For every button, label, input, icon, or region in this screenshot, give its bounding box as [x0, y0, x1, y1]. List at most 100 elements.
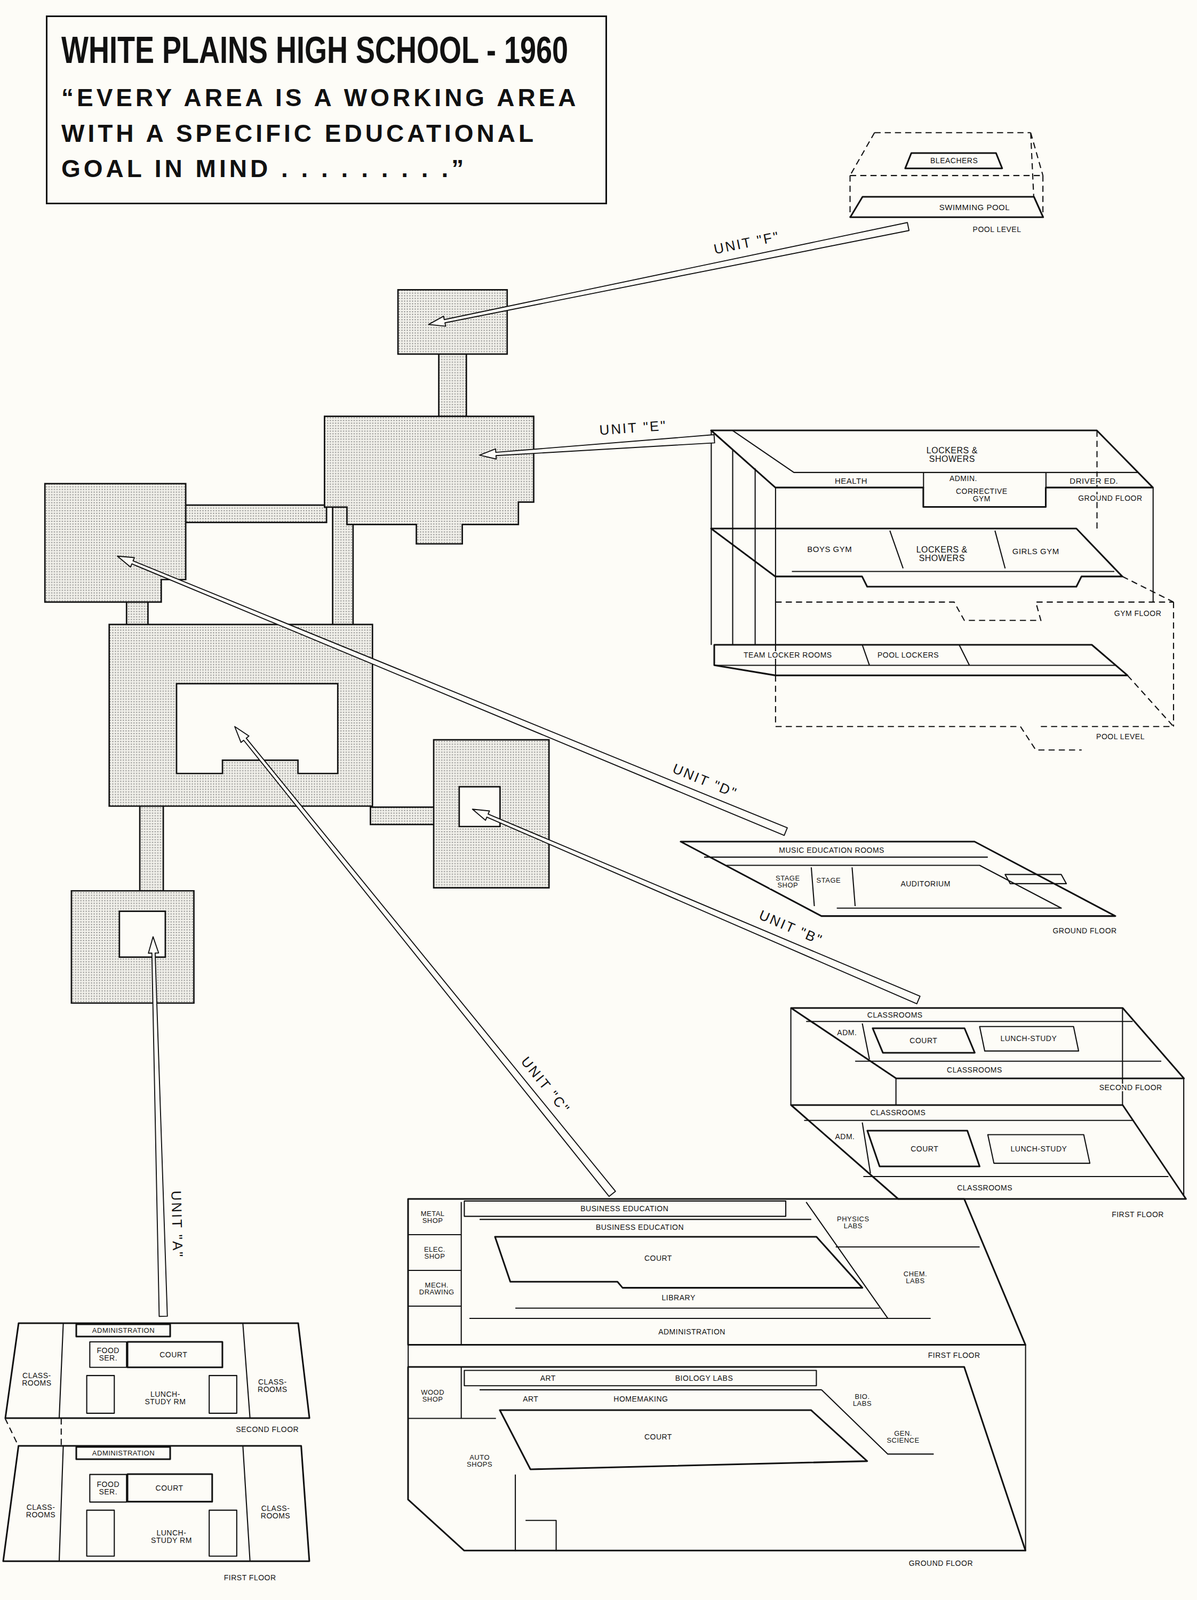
- outline-shape: [495, 1237, 863, 1289]
- room-label: COURT: [643, 1433, 673, 1441]
- room-label: ADMINISTRATION: [91, 1327, 156, 1335]
- room-label: ELEC. SHOP: [415, 1246, 456, 1260]
- outline-shape: [872, 1028, 975, 1053]
- title-heading: WHITE PLAINS HIGH SCHOOL - 1960: [61, 30, 594, 69]
- title-box: WHITE PLAINS HIGH SCHOOL - 1960“EVERY AR…: [45, 15, 608, 205]
- room-label: BIOLOGY LABS: [674, 1374, 734, 1383]
- unit-arrow: [117, 556, 788, 836]
- room-label: FOOD SER.: [92, 1346, 124, 1362]
- admin-box: ADMINISTRATION: [76, 1324, 171, 1337]
- room-label: AUDITORIUM: [899, 880, 951, 888]
- outline-shape: [905, 153, 1003, 169]
- plan-link: [126, 600, 148, 627]
- outline-shape: [680, 841, 1116, 917]
- plan-unit-c: [109, 624, 373, 807]
- plan-link: [370, 807, 436, 825]
- room-label: ADM.: [834, 1132, 856, 1141]
- room-label: CLASSROOMS: [946, 1066, 1003, 1074]
- plan-unit-b: [433, 739, 549, 888]
- dashed-lines-a: [5, 1418, 62, 1447]
- outline-shape: [76, 1324, 171, 1337]
- plan-link: [139, 804, 164, 893]
- room-label: LUNCH-STUDY: [999, 1034, 1058, 1043]
- bleachers-box: BLEACHERS: [905, 153, 1003, 169]
- room-label: COURT: [910, 1145, 939, 1153]
- room-label: ADMIN.: [948, 474, 978, 483]
- room-label: SECOND FLOOR: [1098, 1083, 1163, 1092]
- room-label: COURT: [155, 1484, 185, 1492]
- plan-link: [183, 505, 327, 523]
- room-label: CLASS- ROOMS: [17, 1371, 56, 1387]
- room-label: POOL LOCKERS: [876, 651, 940, 659]
- room-label: GYM FLOOR: [1113, 609, 1163, 618]
- floor-plate: ARTBIOLOGY LABSARTHOMEMAKINGWOOD SHOPAUT…: [408, 1367, 1026, 1551]
- outline-shape: [127, 1342, 223, 1368]
- room-label: COURT: [908, 1036, 938, 1045]
- room-label: CLASS- ROOMS: [256, 1504, 295, 1520]
- unit-label: UNIT "D": [669, 760, 741, 801]
- room-label: FOOD SER.: [92, 1480, 124, 1496]
- unit-label: UNIT "A": [169, 1189, 186, 1260]
- court-box: COURT: [872, 1028, 975, 1053]
- room-label: AUTO SHOPS: [459, 1454, 500, 1468]
- room-label: LOCKERS & SHOWERS: [920, 446, 985, 464]
- room-label: ART: [522, 1395, 539, 1403]
- outline-shape: [850, 196, 1044, 218]
- court-box: COURT: [127, 1342, 223, 1368]
- court-box: COURT: [127, 1474, 213, 1503]
- court-box: COURT: [495, 1237, 863, 1289]
- room-label: LOCKERS & SHOWERS: [909, 545, 975, 563]
- dashed-lines-e: [775, 430, 1174, 750]
- outline-shape: [408, 1199, 1026, 1346]
- room-lines-a: [59, 1323, 251, 1562]
- plan-unit-a: [71, 890, 195, 1003]
- plan-unit-f: [397, 289, 508, 355]
- room-label: CORRECTIVE GYM: [949, 487, 1015, 503]
- room-label: ADM.: [836, 1028, 858, 1037]
- room-label: CLASSROOMS: [870, 1108, 927, 1117]
- outline-shape: [791, 1105, 1186, 1200]
- room-lines-b: [791, 1008, 1185, 1196]
- court-box: COURT: [867, 1130, 980, 1167]
- room-label: LIBRARY: [661, 1294, 697, 1302]
- room-label: CLASSROOMS: [866, 1011, 924, 1019]
- room-label: ADMINISTRATION: [657, 1328, 726, 1336]
- outline-shape: [791, 1008, 1185, 1079]
- dashed-box-f: [850, 132, 1044, 218]
- room-label: METAL SHOP: [411, 1210, 454, 1225]
- outline-shape: [3, 1446, 310, 1562]
- room-label: MECH. DRAWING: [413, 1281, 460, 1296]
- plan-unit-d: [44, 483, 186, 603]
- room-label: BUSINESS EDUCATION: [579, 1205, 669, 1213]
- unit-label: UNIT "F": [711, 229, 782, 257]
- unit-arrow: [234, 726, 616, 1197]
- room-label: COURT: [643, 1254, 673, 1263]
- room-label: FIRST FLOOR: [223, 1574, 277, 1582]
- outline: [499, 1410, 868, 1470]
- room-label: POOL LEVEL: [972, 225, 1023, 234]
- room-label: PHYSICS LABS: [828, 1215, 877, 1230]
- room-label: GROUND FLOOR: [1077, 494, 1143, 502]
- outline-shape: [867, 1130, 980, 1167]
- room-label: LUNCH- STUDY RM: [148, 1529, 195, 1545]
- room-label: HOMEMAKING: [612, 1395, 669, 1403]
- unit-label: UNIT "C": [517, 1053, 574, 1118]
- room-label: CLASS- ROOMS: [21, 1503, 60, 1519]
- room-label: LUNCH- STUDY RM: [142, 1390, 189, 1406]
- room-lines-e: [711, 430, 1153, 676]
- floor-plate: FOOD SER.CLASS- ROOMSLUNCH- STUDY RMCLAS…: [5, 1323, 310, 1419]
- unit-arrow: [148, 936, 168, 1317]
- room-label: CHEM. LABS: [894, 1270, 937, 1285]
- room-label: WOOD SHOP: [411, 1389, 454, 1403]
- room-label: ADMINISTRATION: [91, 1449, 156, 1457]
- floor-plate: TEAM LOCKER ROOMSPOOL LOCKERSPOOL LEVEL: [714, 644, 1128, 676]
- room-label: STAGE: [816, 876, 842, 884]
- outline-shape: [5, 1323, 310, 1419]
- room-label: BOYS GYM: [806, 545, 853, 554]
- room-label: SWIMMING POOL: [938, 203, 1011, 212]
- room-label: CLASSROOMS: [956, 1184, 1013, 1192]
- plan-link: [439, 352, 467, 419]
- unit-arrows: [117, 222, 921, 1317]
- floor-plate: BUSINESS EDUCATIONBUSINESS EDUCATIONMETA…: [408, 1199, 1026, 1346]
